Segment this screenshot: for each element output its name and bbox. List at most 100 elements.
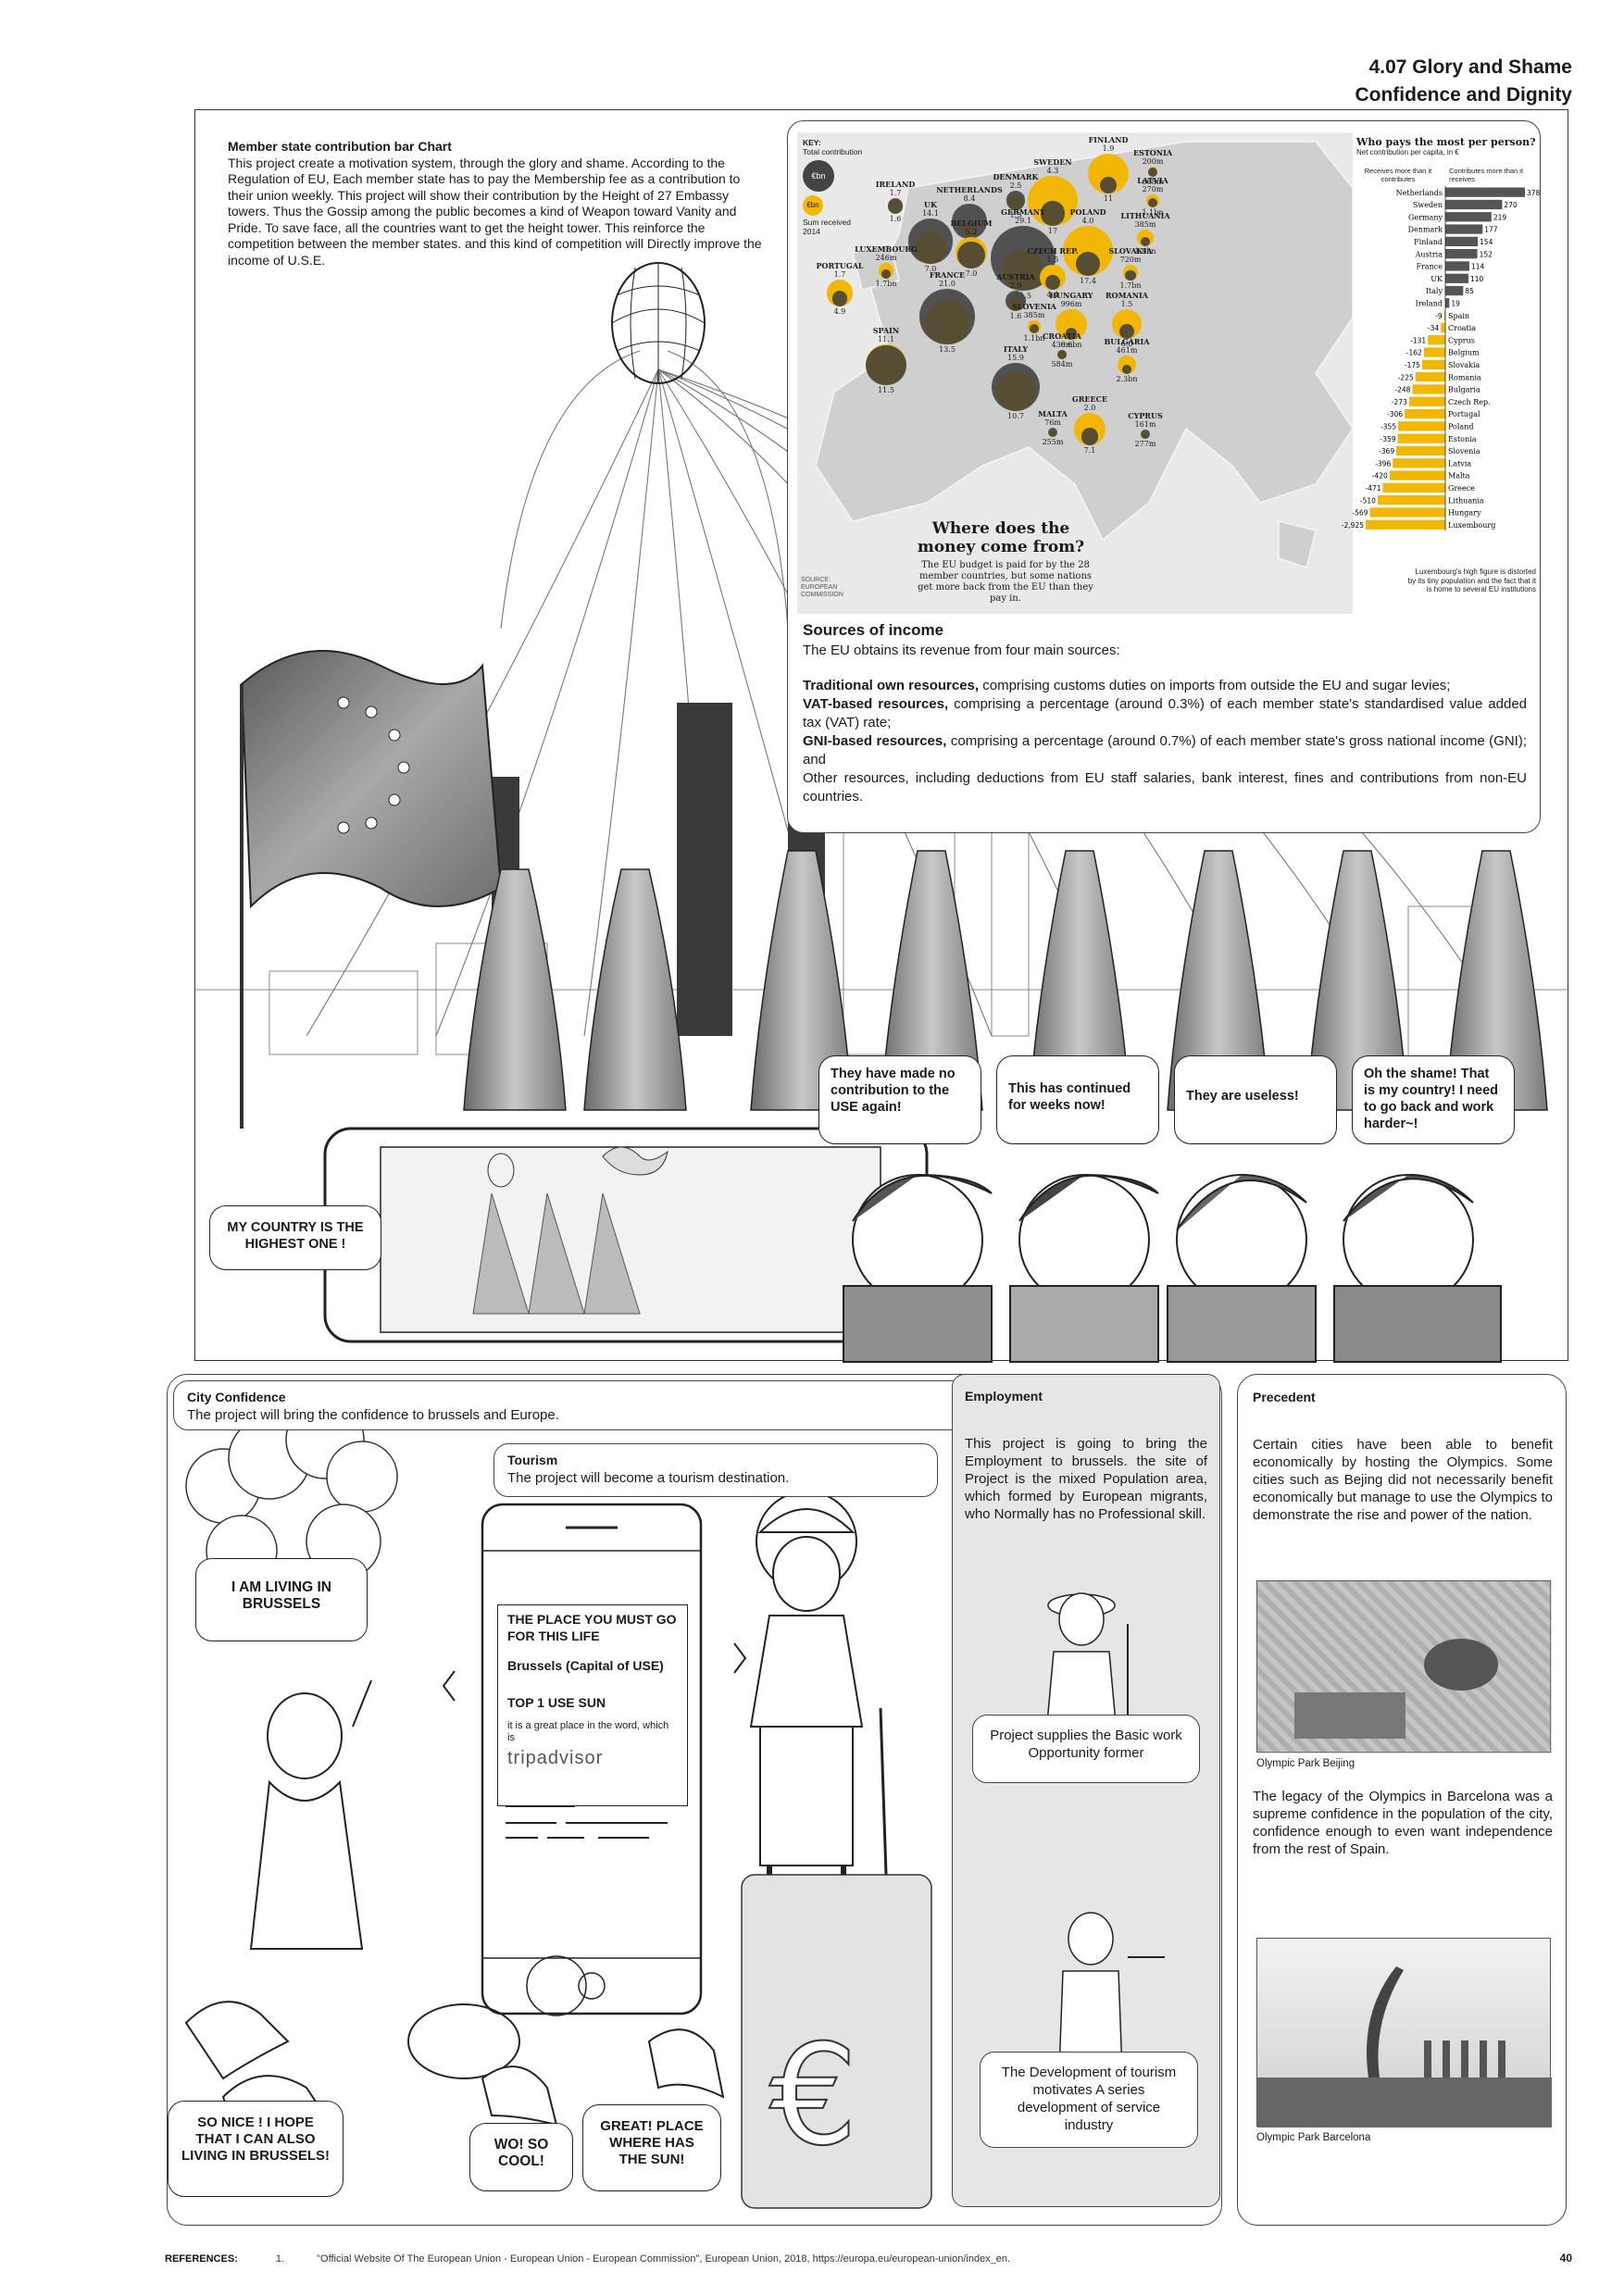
bar — [1428, 335, 1445, 345]
country-name: AUSTRIA — [996, 272, 1035, 281]
bar-category-label: Croatia — [1448, 324, 1476, 332]
references: REFERENCES: 1. "Official Website Of The … — [165, 2253, 1010, 2265]
great-bubble: GREAT! PLACE WHERE HAS THE SUN! — [582, 2104, 721, 2191]
country-bubble — [887, 198, 904, 214]
bar-category-label: Romania — [1448, 373, 1481, 381]
paid-circle — [1121, 364, 1131, 374]
country-paid: 2.9 — [1009, 281, 1022, 290]
bar-value-label: -2,925 — [1342, 521, 1364, 530]
bar-value-label: 219 — [1493, 213, 1507, 221]
bar-category-label: Malta — [1448, 472, 1470, 480]
paid-circle — [866, 344, 906, 386]
tripadvisor-logo: tripadvisor — [507, 1748, 604, 1768]
bar-category-label: Czech Rep. — [1448, 398, 1491, 406]
country-name: ESTONIA — [1132, 148, 1173, 157]
chart-subtitle: Net contribution per capita, in € — [1356, 148, 1459, 156]
country-received: 584m — [1051, 360, 1073, 368]
country-bubble — [1006, 191, 1026, 210]
bar-value-label: -359 — [1380, 435, 1396, 443]
country-bubble — [1146, 194, 1159, 207]
sources-of-income: Sources of income The EU obtains its rev… — [803, 621, 1527, 806]
key-big-circle: €bn — [803, 160, 834, 192]
country-paid: 385m — [1023, 311, 1045, 319]
country-name: MALTA — [1038, 409, 1068, 418]
map-key: KEY: Total contribution €bn €bn Sum rece… — [803, 138, 868, 236]
key-total: Total contribution — [803, 147, 863, 156]
page-number: 40 — [1559, 2252, 1572, 2265]
country-paid: 996m — [1060, 300, 1082, 308]
bar-category-label: Germany — [1408, 213, 1443, 221]
country-received: 1.6 — [1009, 312, 1022, 321]
chart-note: Luxembourg's high figure is distorted by… — [1407, 568, 1536, 593]
income-term-1: Traditional own resources, — [803, 678, 980, 693]
bar — [1445, 261, 1469, 271]
country-paid: 1.9 — [1102, 144, 1115, 153]
bar-value-label: -471 — [1365, 484, 1380, 493]
country-received: 4.4 — [1046, 291, 1059, 300]
country-bubble — [907, 218, 954, 264]
income-item-1: Traditional own resources, comprising cu… — [803, 677, 1527, 695]
country-paid: 1.7 — [889, 189, 902, 197]
hope-bubble: SO NICE ! I HOPE THAT I CAN ALSO LIVING … — [168, 2101, 344, 2197]
paid-circle — [1048, 428, 1057, 437]
bar-category-label: Denmark — [1408, 226, 1443, 234]
bar — [1445, 187, 1525, 197]
country-bubble — [1118, 356, 1136, 374]
top-illustration-panel — [194, 109, 1569, 1363]
paid-circle — [1141, 430, 1150, 439]
bar-category-label: Spain — [1448, 312, 1469, 320]
bar — [1415, 372, 1445, 382]
bar-value-label: -306 — [1387, 410, 1403, 418]
bar-value-label: -9 — [1435, 312, 1443, 320]
bar — [1445, 285, 1464, 296]
bar-category-label: Austria — [1415, 250, 1443, 258]
bar-value-label: -569 — [1352, 509, 1368, 518]
country-received: 7.0 — [924, 264, 937, 273]
beijing-caption: Olympic Park Beijing — [1256, 1758, 1355, 1769]
bar — [1408, 396, 1445, 406]
paid-circle — [1076, 252, 1100, 277]
income-item-3: GNI-based resources, comprising a percen… — [803, 732, 1527, 769]
country-received: 1.5 — [1009, 210, 1022, 219]
country-name: ROMANIA — [1106, 291, 1148, 300]
intro-title: Member state contribution bar Chart — [228, 139, 452, 154]
paid-circle — [887, 198, 904, 214]
income-term-3: GNI-based resources, — [803, 733, 947, 749]
bar — [1445, 212, 1492, 222]
country-bubble — [826, 280, 854, 306]
bar — [1366, 519, 1445, 530]
country-bubble — [952, 204, 987, 239]
precedent-body-1: Certain cities have been able to benefit… — [1253, 1437, 1553, 1523]
country-received: 1.1bn — [1023, 333, 1045, 343]
bar-category-label: Portugal — [1448, 410, 1480, 418]
bar-value-label: -396 — [1375, 459, 1391, 468]
barcelona-caption: Olympic Park Barcelona — [1256, 2132, 1371, 2143]
country-paid: 5.2 — [965, 228, 978, 236]
paid-circle — [1006, 191, 1026, 210]
header-title: 4.07 Glory and Shame — [1368, 56, 1572, 78]
bar-category-label: Belgium — [1448, 349, 1480, 357]
country-received: 7.1 — [1083, 445, 1096, 455]
bar — [1412, 384, 1445, 394]
country-bubble — [1028, 320, 1041, 333]
country-paid: 461m — [1116, 346, 1138, 355]
city-title: City Confidence — [187, 1390, 286, 1404]
country-name: CROATIA — [1043, 331, 1081, 341]
reference-number: 1. — [275, 2253, 285, 2265]
country-paid: 2.5 — [1009, 181, 1022, 190]
country-name: ITALY — [1003, 344, 1029, 354]
country-received: 11.5 — [878, 386, 894, 395]
country-bubble — [1122, 265, 1139, 281]
key-title: KEY: — [803, 138, 821, 147]
